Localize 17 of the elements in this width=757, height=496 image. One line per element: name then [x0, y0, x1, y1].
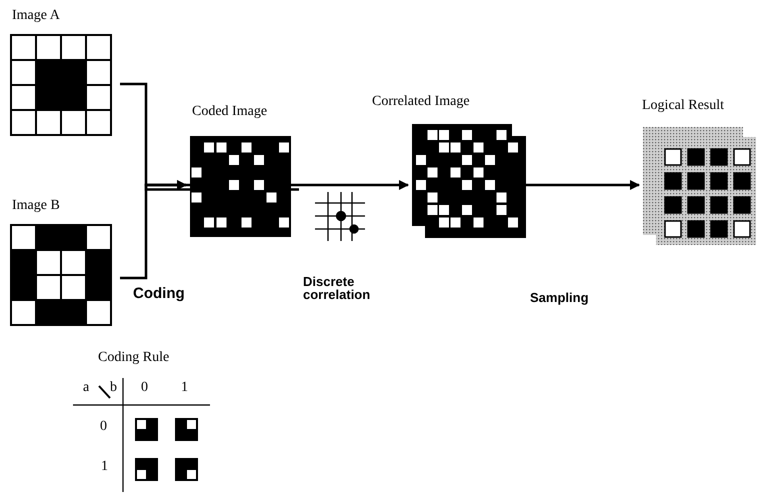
row-header: a	[83, 379, 90, 397]
step-label: Discrete correlation	[303, 275, 372, 301]
column-header: 1	[181, 379, 188, 397]
image-title: Logical Result	[642, 98, 724, 114]
table-title: Coding Rule	[98, 349, 170, 367]
row-header: 0	[100, 418, 107, 436]
step-label: Sampling	[530, 289, 589, 307]
arrow	[120, 180, 187, 280]
image-title: Image B	[12, 198, 60, 214]
step-label: Coding	[133, 284, 185, 304]
column-header: 0	[141, 379, 148, 397]
arrow	[526, 180, 640, 190]
image-title: Coded Image	[192, 104, 268, 120]
image-title: Correlated Image	[372, 94, 470, 110]
column-header: b	[110, 379, 117, 397]
row-header: 1	[101, 458, 108, 476]
image-title: Image A	[12, 8, 60, 24]
